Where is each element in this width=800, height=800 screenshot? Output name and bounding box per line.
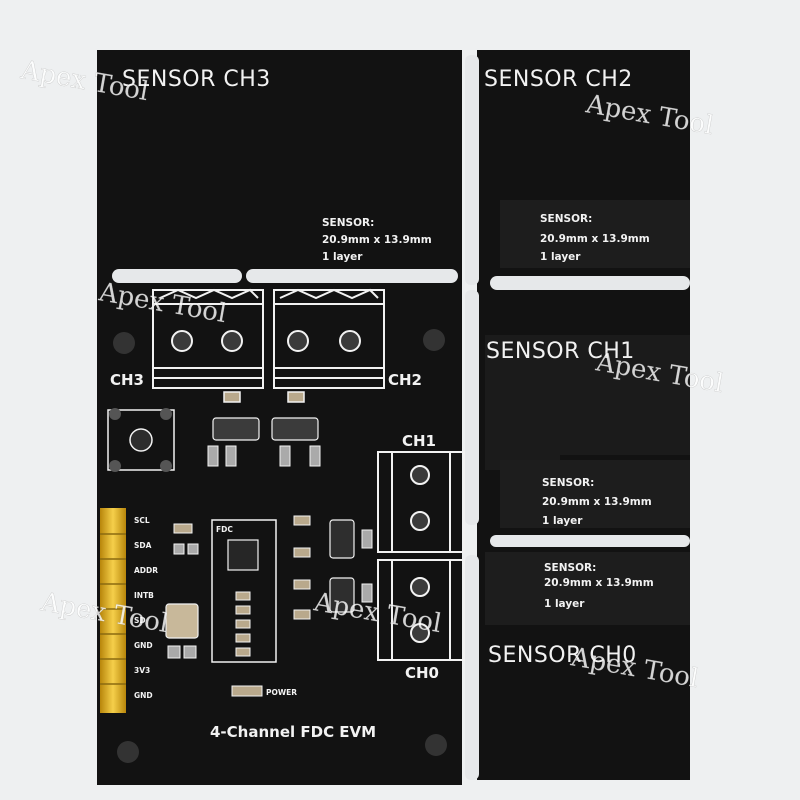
svg-text:1 layer: 1 layer	[322, 251, 363, 263]
svg-text:GND: GND	[134, 641, 153, 650]
svg-text:INTB: INTB	[134, 591, 154, 600]
svg-text:GND: GND	[134, 691, 153, 700]
svg-text:POWER: POWER	[266, 688, 297, 697]
components-middle	[293, 515, 373, 620]
mount-hole-bl	[117, 741, 139, 763]
svg-text:SD: SD	[134, 616, 146, 625]
mount-hole-tl	[113, 332, 135, 354]
svg-text:20.9mm x 13.9mm: 20.9mm x 13.9mm	[322, 234, 432, 246]
terminal-ch3	[152, 288, 264, 389]
terminal-ch1	[377, 451, 465, 553]
sensor-ch2-title: SENSOR CH2	[484, 67, 633, 92]
label-ch1: CH1	[402, 432, 436, 450]
sensor-ch2-spec: SENSOR: 20.9mm x 13.9mm 1 layer	[540, 213, 650, 263]
power-led: POWER	[231, 685, 297, 697]
label-ch3: CH3	[110, 371, 144, 389]
header-pins	[100, 508, 126, 713]
components-upper	[207, 391, 321, 467]
svg-text:1 layer: 1 layer	[542, 515, 583, 527]
label-ch2: CH2	[388, 371, 422, 389]
board-title: 4-Channel FDC EVM	[210, 723, 376, 741]
pin-labels: SCL SDA ADDR INTB SD GND 3V3 GND	[134, 516, 158, 700]
svg-text:1 layer: 1 layer	[544, 598, 585, 610]
components-left	[165, 523, 199, 659]
svg-text:1 layer: 1 layer	[540, 251, 581, 263]
fdc-chip-area: FDC	[211, 519, 277, 663]
svg-text:SCL: SCL	[134, 516, 150, 525]
svg-text:SENSOR:: SENSOR:	[544, 562, 596, 574]
sensor-ch0-title: SENSOR CH0	[488, 643, 637, 668]
mount-hole-tr	[423, 329, 445, 351]
svg-text:SENSOR:: SENSOR:	[540, 213, 592, 225]
svg-text:FDC: FDC	[216, 525, 233, 534]
sensor-ch1-title: SENSOR CH1	[486, 339, 635, 364]
svg-text:20.9mm x 13.9mm: 20.9mm x 13.9mm	[544, 577, 654, 589]
terminal-ch2	[273, 288, 385, 389]
svg-text:ADDR: ADDR	[134, 566, 158, 575]
sensor-board-right	[465, 50, 690, 780]
label-ch0: CH0	[405, 664, 439, 682]
terminal-ch0	[377, 559, 465, 661]
mount-hole-br	[425, 734, 447, 756]
sensor-ch3-title: SENSOR CH3	[122, 67, 271, 92]
svg-text:3V3: 3V3	[134, 666, 150, 675]
svg-text:SDA: SDA	[134, 541, 152, 550]
svg-text:20.9mm x 13.9mm: 20.9mm x 13.9mm	[540, 233, 650, 245]
svg-text:SENSOR:: SENSOR:	[322, 217, 374, 229]
svg-text:20.9mm x 13.9mm: 20.9mm x 13.9mm	[542, 496, 652, 508]
svg-text:SENSOR:: SENSOR:	[542, 477, 594, 489]
sensor-ch3-spec: SENSOR: 20.9mm x 13.9mm 1 layer	[322, 217, 432, 263]
sensor-ch1-spec: SENSOR: 20.9mm x 13.9mm 1 layer	[542, 477, 652, 527]
sensor-ch0-spec: SENSOR: 20.9mm x 13.9mm 1 layer	[544, 562, 654, 610]
push-button	[107, 408, 175, 472]
